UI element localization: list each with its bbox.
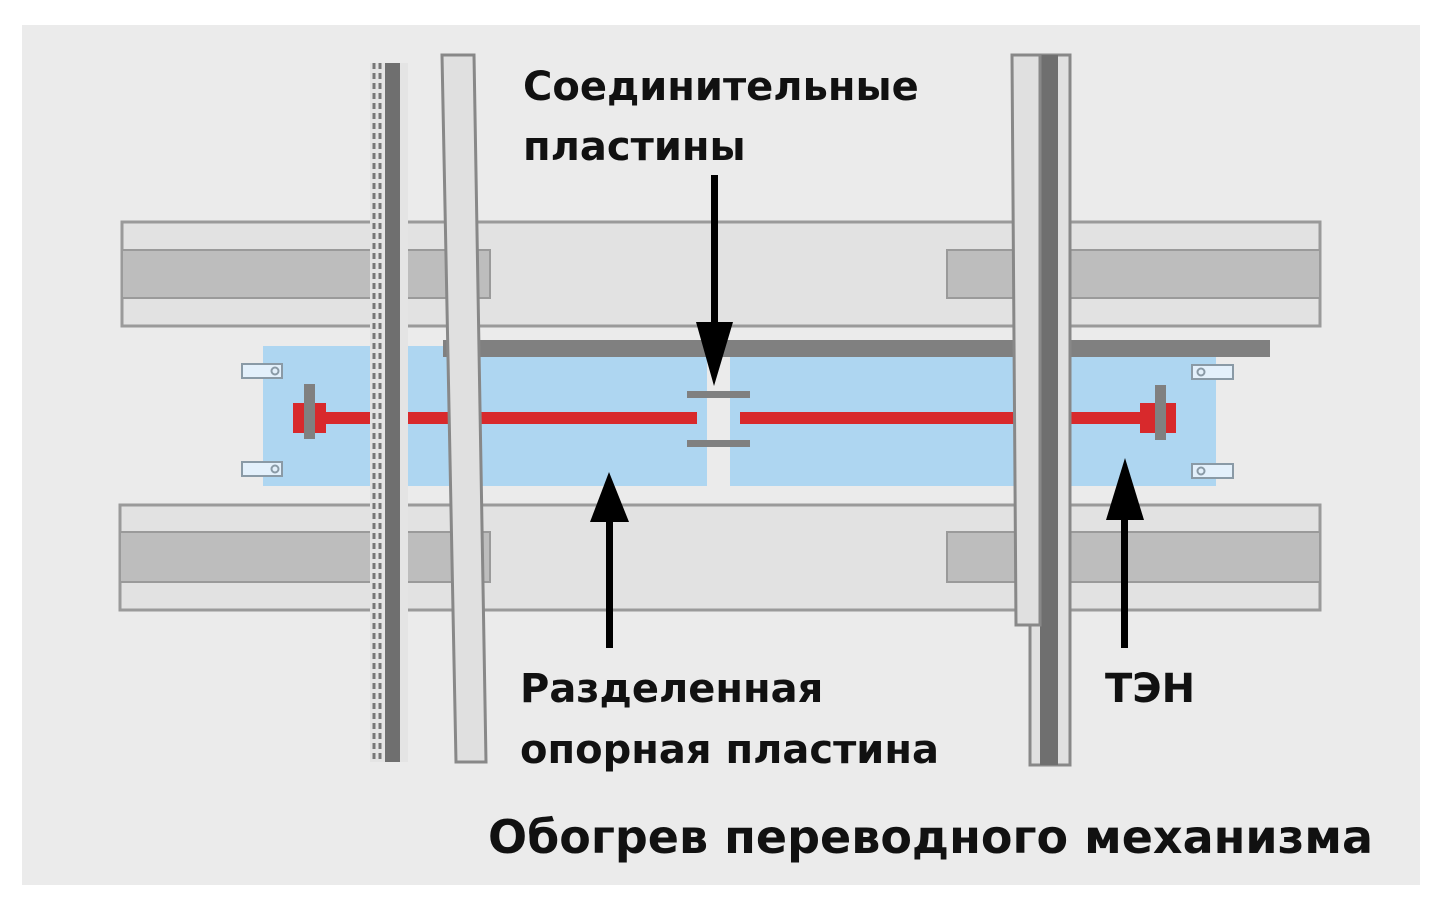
connecting-plates <box>687 391 750 447</box>
bottom-rail <box>118 503 1322 612</box>
label-support-plate-line2: опорная пластина <box>520 727 939 773</box>
diagram-title: Обогрев переводного механизма <box>488 810 1373 864</box>
arrow-support-plate <box>590 472 629 648</box>
left-rod <box>370 63 408 762</box>
steel-bar <box>443 340 1270 357</box>
label-connecting-plates-line1: Соединительные <box>523 64 919 110</box>
left-tie-bar <box>440 53 488 764</box>
top-rail <box>120 220 1322 328</box>
heater-flange-right <box>1155 385 1166 440</box>
arrow-heater <box>1106 458 1144 648</box>
label-support-plate-line1: Разделенная <box>520 666 823 712</box>
right-rod <box>1010 53 1072 767</box>
arrow-connecting-plates <box>696 175 733 386</box>
mounting-brackets <box>241 363 1234 479</box>
label-connecting-plates-line2: пластины <box>523 124 746 170</box>
label-heater: ТЭН <box>1105 666 1195 712</box>
heater-flange-left <box>304 384 315 439</box>
